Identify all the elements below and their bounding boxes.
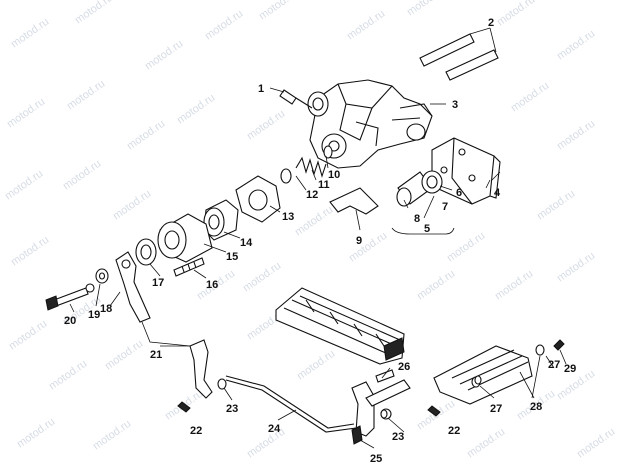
watermark-text: motod.ru [509, 80, 551, 115]
watermark-text: motod.ru [3, 168, 45, 203]
watermark-text: motod.ru [555, 250, 597, 285]
watermark-text: motod.ru [125, 118, 167, 153]
spring-and-seals [280, 145, 333, 184]
part-label-26: 26 [398, 361, 410, 373]
watermark-text: motod.ru [9, 234, 51, 269]
part-label-19: 19 [88, 309, 100, 321]
watermark-text: motod.ru [61, 158, 103, 193]
watermark-text: motod.ru [535, 188, 577, 223]
gasket [235, 175, 281, 223]
part-label-10: 10 [328, 169, 340, 181]
watermark-text: motod.ru [345, 8, 387, 43]
watermark-text: motod.ru [91, 418, 133, 453]
lower-link [141, 321, 213, 399]
brake-rod [225, 375, 357, 433]
part-label-24: 24 [268, 423, 281, 435]
part-label-18: 18 [100, 303, 112, 315]
part-label-3: 3 [452, 99, 458, 111]
part-label-4: 4 [494, 187, 501, 199]
watermark-text: motod.ru [73, 0, 115, 26]
watermark-text: motod.ru [47, 358, 89, 393]
part-label-9: 9 [356, 235, 362, 247]
watermark-text: motod.ru [245, 426, 287, 461]
part-label-27: 27 [548, 359, 560, 371]
washer-and-bolt [45, 268, 109, 311]
reservoir [203, 199, 239, 241]
lever-plate [329, 187, 379, 215]
watermark-text: motod.ru [15, 416, 57, 451]
part-label-27: 27 [490, 403, 502, 415]
part-label-1: 1 [258, 83, 264, 95]
part-label-21: 21 [150, 349, 162, 361]
watermark-text: motod.ru [7, 318, 49, 353]
watermark-text: motod.ru [203, 8, 245, 43]
part-label-7: 7 [442, 201, 448, 213]
footrest [275, 287, 405, 365]
watermark-text: motod.ru [245, 108, 287, 143]
right-footrest-pad [433, 345, 533, 405]
part-label-22: 22 [190, 425, 202, 437]
watermark-text: motod.ru [241, 260, 283, 295]
bolt-16 [173, 257, 205, 277]
part-label-29: 29 [564, 363, 576, 375]
part-label-20: 20 [64, 315, 76, 327]
part-label-5: 5 [424, 223, 430, 235]
boot [135, 238, 157, 266]
part-label-23: 23 [392, 431, 404, 443]
brake-pedal [351, 379, 411, 445]
watermark-text: motod.ru [465, 426, 507, 461]
watermark-text: motod.ru [445, 230, 487, 265]
part-label-22: 22 [448, 425, 460, 437]
watermark-text: motod.ru [111, 188, 153, 223]
watermark-text: motod.ru [9, 16, 51, 51]
part-label-15: 15 [226, 251, 238, 263]
part-label-17: 17 [152, 277, 164, 289]
watermark-text: motod.ru [555, 28, 597, 63]
reservoir-cover [157, 213, 213, 263]
watermark-text: motod.ru [295, 348, 337, 383]
spring-bolt [375, 369, 395, 383]
leader-lines [69, 27, 567, 449]
part-label-23: 23 [226, 403, 238, 415]
watermark-text: motod.ru [495, 0, 537, 28]
linkage-arm [115, 251, 151, 323]
part-label-14: 14 [240, 237, 253, 249]
watermark-text: motod.ru [555, 118, 597, 153]
watermark-text: motod.ru [103, 338, 145, 373]
piston-assembly [391, 170, 455, 235]
part-label-6: 6 [456, 187, 462, 199]
watermark-text: motod.ru [415, 268, 457, 303]
pins [419, 33, 499, 81]
watermark-text: motod.ru [65, 78, 107, 113]
watermark-text: motod.ru [5, 96, 47, 131]
part-label-8: 8 [414, 213, 420, 225]
watermark-text: motod.ru [293, 204, 335, 239]
part-label-2: 2 [488, 17, 494, 29]
watermark-layer: motod.rumotod.rumotod.rumotod.rumotod.ru… [3, 0, 617, 460]
master-cylinder-body [307, 79, 433, 169]
watermark-text: motod.ru [405, 0, 447, 18]
watermark-text: motod.ru [575, 426, 617, 461]
part-label-13: 13 [282, 211, 294, 223]
small-hardware [177, 339, 565, 419]
part-label-16: 16 [206, 279, 218, 291]
part-label-12: 12 [306, 189, 318, 201]
watermark-text: motod.ru [493, 268, 535, 303]
watermark-text: motod.ru [143, 38, 185, 73]
part-label-25: 25 [370, 453, 382, 465]
bleeder-screw [279, 89, 313, 109]
watermark-text: motod.ru [175, 92, 217, 127]
watermark-text: motod.ru [257, 0, 299, 22]
watermark-text: motod.ru [347, 230, 389, 265]
part-label-11: 11 [318, 179, 330, 191]
part-label-28: 28 [530, 401, 542, 413]
mounting-bracket [431, 137, 501, 205]
